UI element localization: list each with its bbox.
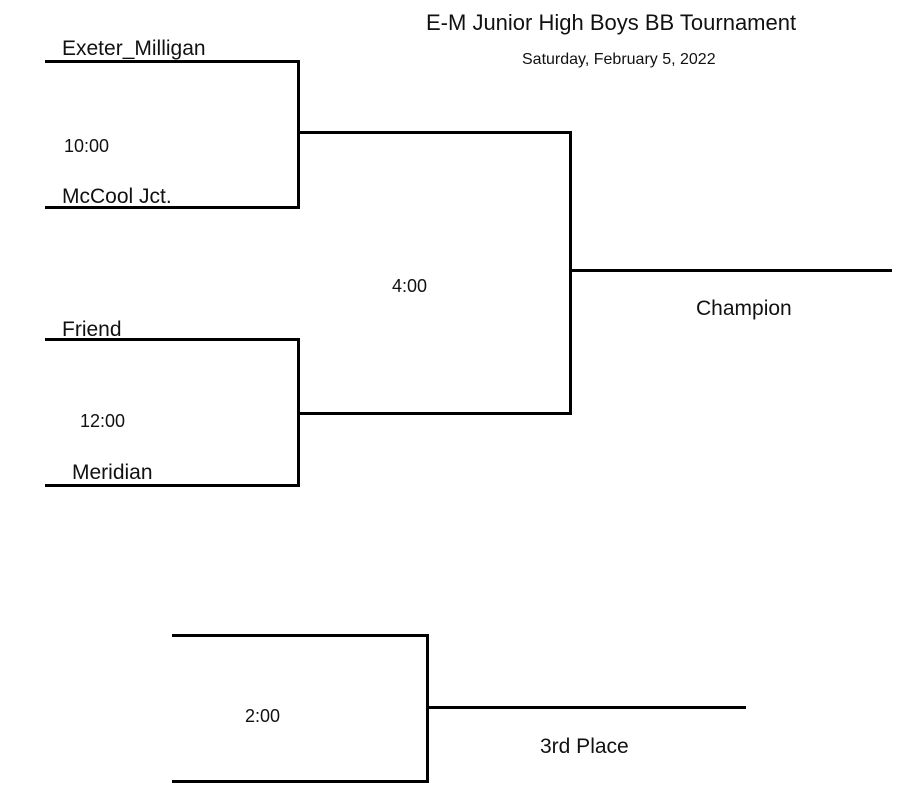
tournament-date: Saturday, February 5, 2022 [522,51,716,68]
bracket-line-third-top [172,634,429,637]
bracket-line-final-join [569,131,572,415]
bracket-line-game1-bottom [45,206,300,209]
final-time: 4:00 [392,276,428,296]
third-place-time: 2:00 [245,706,281,726]
third-place-label: 3rd Place [540,735,629,758]
bracket-line-game2-top [45,338,300,341]
bracket-line-champion [569,269,892,272]
bracket-line-game2-bottom [45,484,300,487]
champion-label: Champion [696,297,792,320]
bracket-line-final-bottom [297,412,572,415]
game2-time: 12:00 [80,411,126,431]
team-meridian: Meridian [72,461,153,484]
bracket-line-third-bottom [172,780,429,783]
bracket-line-final-top [297,131,572,134]
team-mccool-jct: McCool Jct. [62,185,172,208]
bracket-line-game1-top [45,60,300,63]
game1-time: 10:00 [64,136,110,156]
bracket-line-third-result [426,706,746,709]
team-exeter-milligan: Exeter_Milligan [62,37,206,60]
bracket-line-game1-join [297,60,300,209]
tournament-title: E-M Junior High Boys BB Tournament [426,10,797,35]
team-friend: Friend [62,318,122,341]
